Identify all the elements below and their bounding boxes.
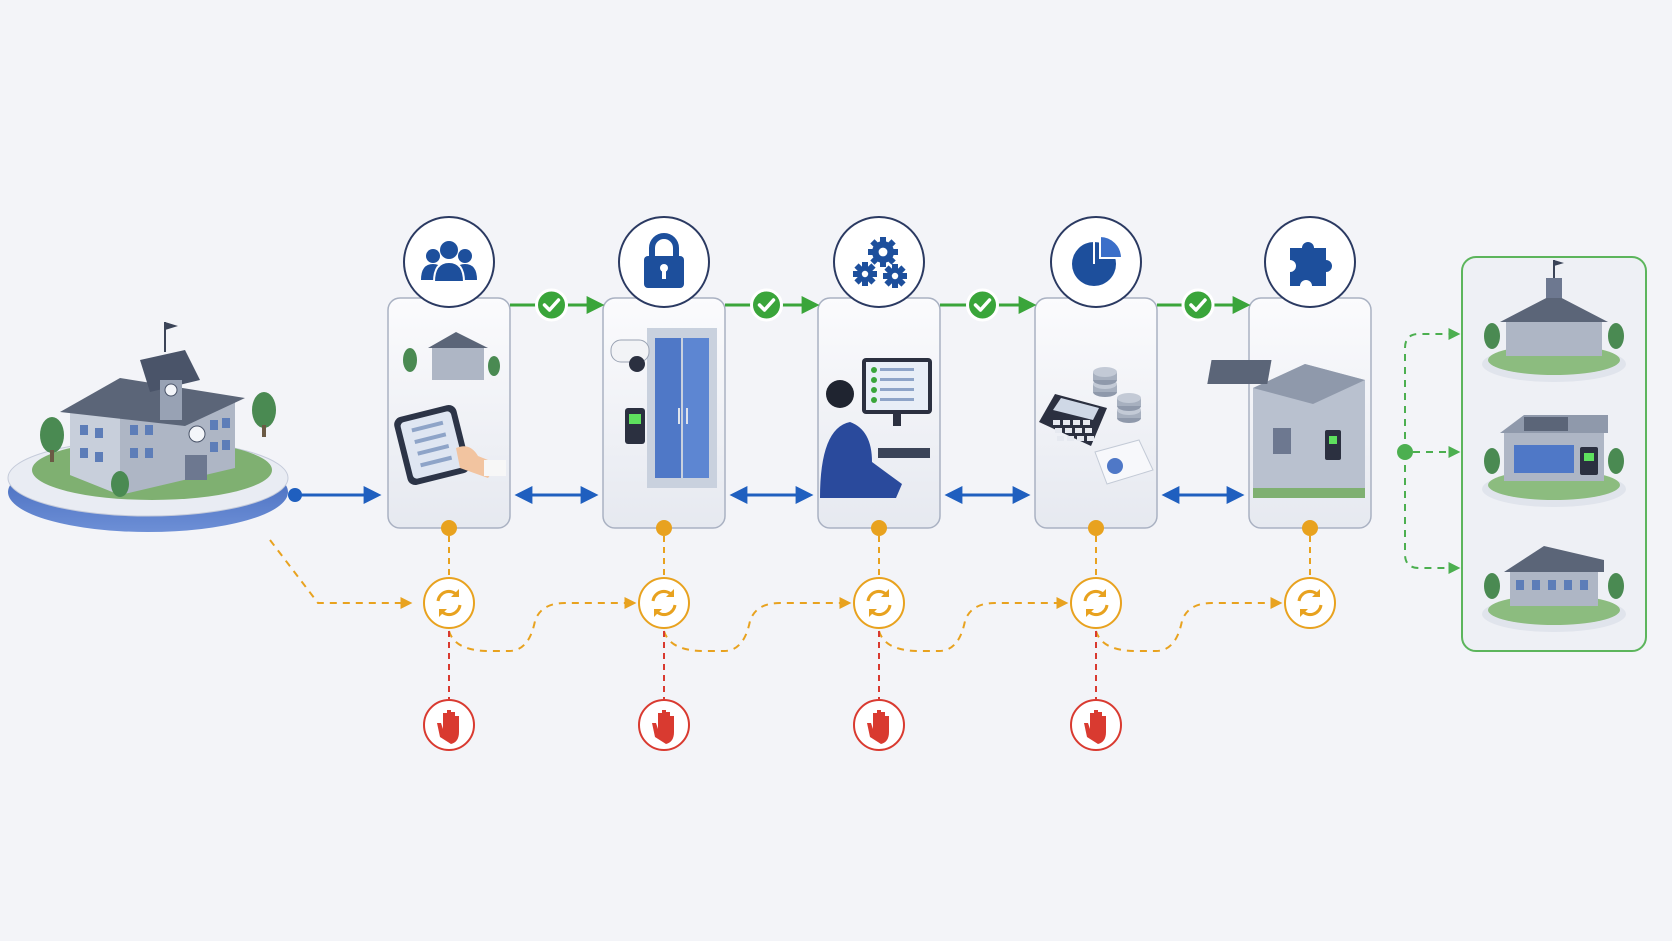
stage-card-1 [387, 216, 511, 529]
pie-chart-icon [1050, 216, 1142, 308]
retry-next-arrow [448, 597, 637, 652]
outcome-branch [1397, 328, 1461, 574]
team-people-icon [403, 216, 495, 308]
stage-card-4 [1034, 216, 1158, 529]
outcome-arrow [1404, 452, 1461, 574]
stage-card-2 [602, 216, 726, 529]
outcome-arrow [1404, 328, 1461, 452]
refresh-cycle-icon [853, 577, 905, 629]
school-building-icon [60, 322, 245, 495]
puzzle-piece-icon [1264, 216, 1356, 308]
stop-hand-icon [638, 631, 690, 751]
tree-icon [40, 392, 276, 497]
check-circle-icon [750, 288, 783, 322]
retry-path [269, 520, 1336, 751]
origin-school [7, 322, 289, 532]
school-campus-icon [1482, 260, 1626, 382]
small-school-icon [1482, 546, 1626, 632]
retry-port-dot [871, 520, 887, 536]
retry-port-dot [1088, 520, 1104, 536]
refresh-cycle-icon [638, 577, 690, 629]
secure-door-camera-keypad-scene [610, 328, 717, 488]
stop-hand-icon [423, 631, 475, 751]
stop-hand-icon [853, 631, 905, 751]
flow-start-dot [288, 488, 302, 502]
approval-links [510, 288, 1251, 322]
retry-next-arrow [663, 597, 852, 652]
gears-icon [833, 216, 925, 308]
modern-school-icon [1482, 415, 1626, 507]
check-circle-icon [966, 288, 999, 322]
server-building-scene [1207, 360, 1365, 498]
stage-card-5 [1207, 216, 1372, 529]
retry-entry-arrow [269, 539, 413, 609]
connectors [269, 288, 1461, 751]
refresh-cycle-icon [423, 577, 475, 629]
tablet-checklist-campus-scene [394, 332, 506, 486]
outcomes-panel [1461, 256, 1647, 652]
operator-at-computer-scene [820, 358, 932, 498]
refresh-cycle-icon [1070, 577, 1122, 629]
retry-next-arrow [1095, 597, 1283, 652]
retry-next-arrow [878, 597, 1069, 652]
check-circle-icon [1181, 288, 1215, 322]
stage-cards [387, 216, 1372, 529]
retry-port-dot [441, 520, 457, 536]
calculator-coins-report-scene [1039, 367, 1154, 485]
retry-port-dot [656, 520, 672, 536]
main-flow [288, 486, 1245, 504]
retry-port-dot [1302, 520, 1318, 536]
padlock-icon [618, 216, 710, 308]
check-circle-icon [535, 288, 568, 322]
stage-card-3 [817, 216, 941, 529]
refresh-cycle-icon [1284, 577, 1336, 629]
stop-hand-icon [1070, 631, 1122, 751]
